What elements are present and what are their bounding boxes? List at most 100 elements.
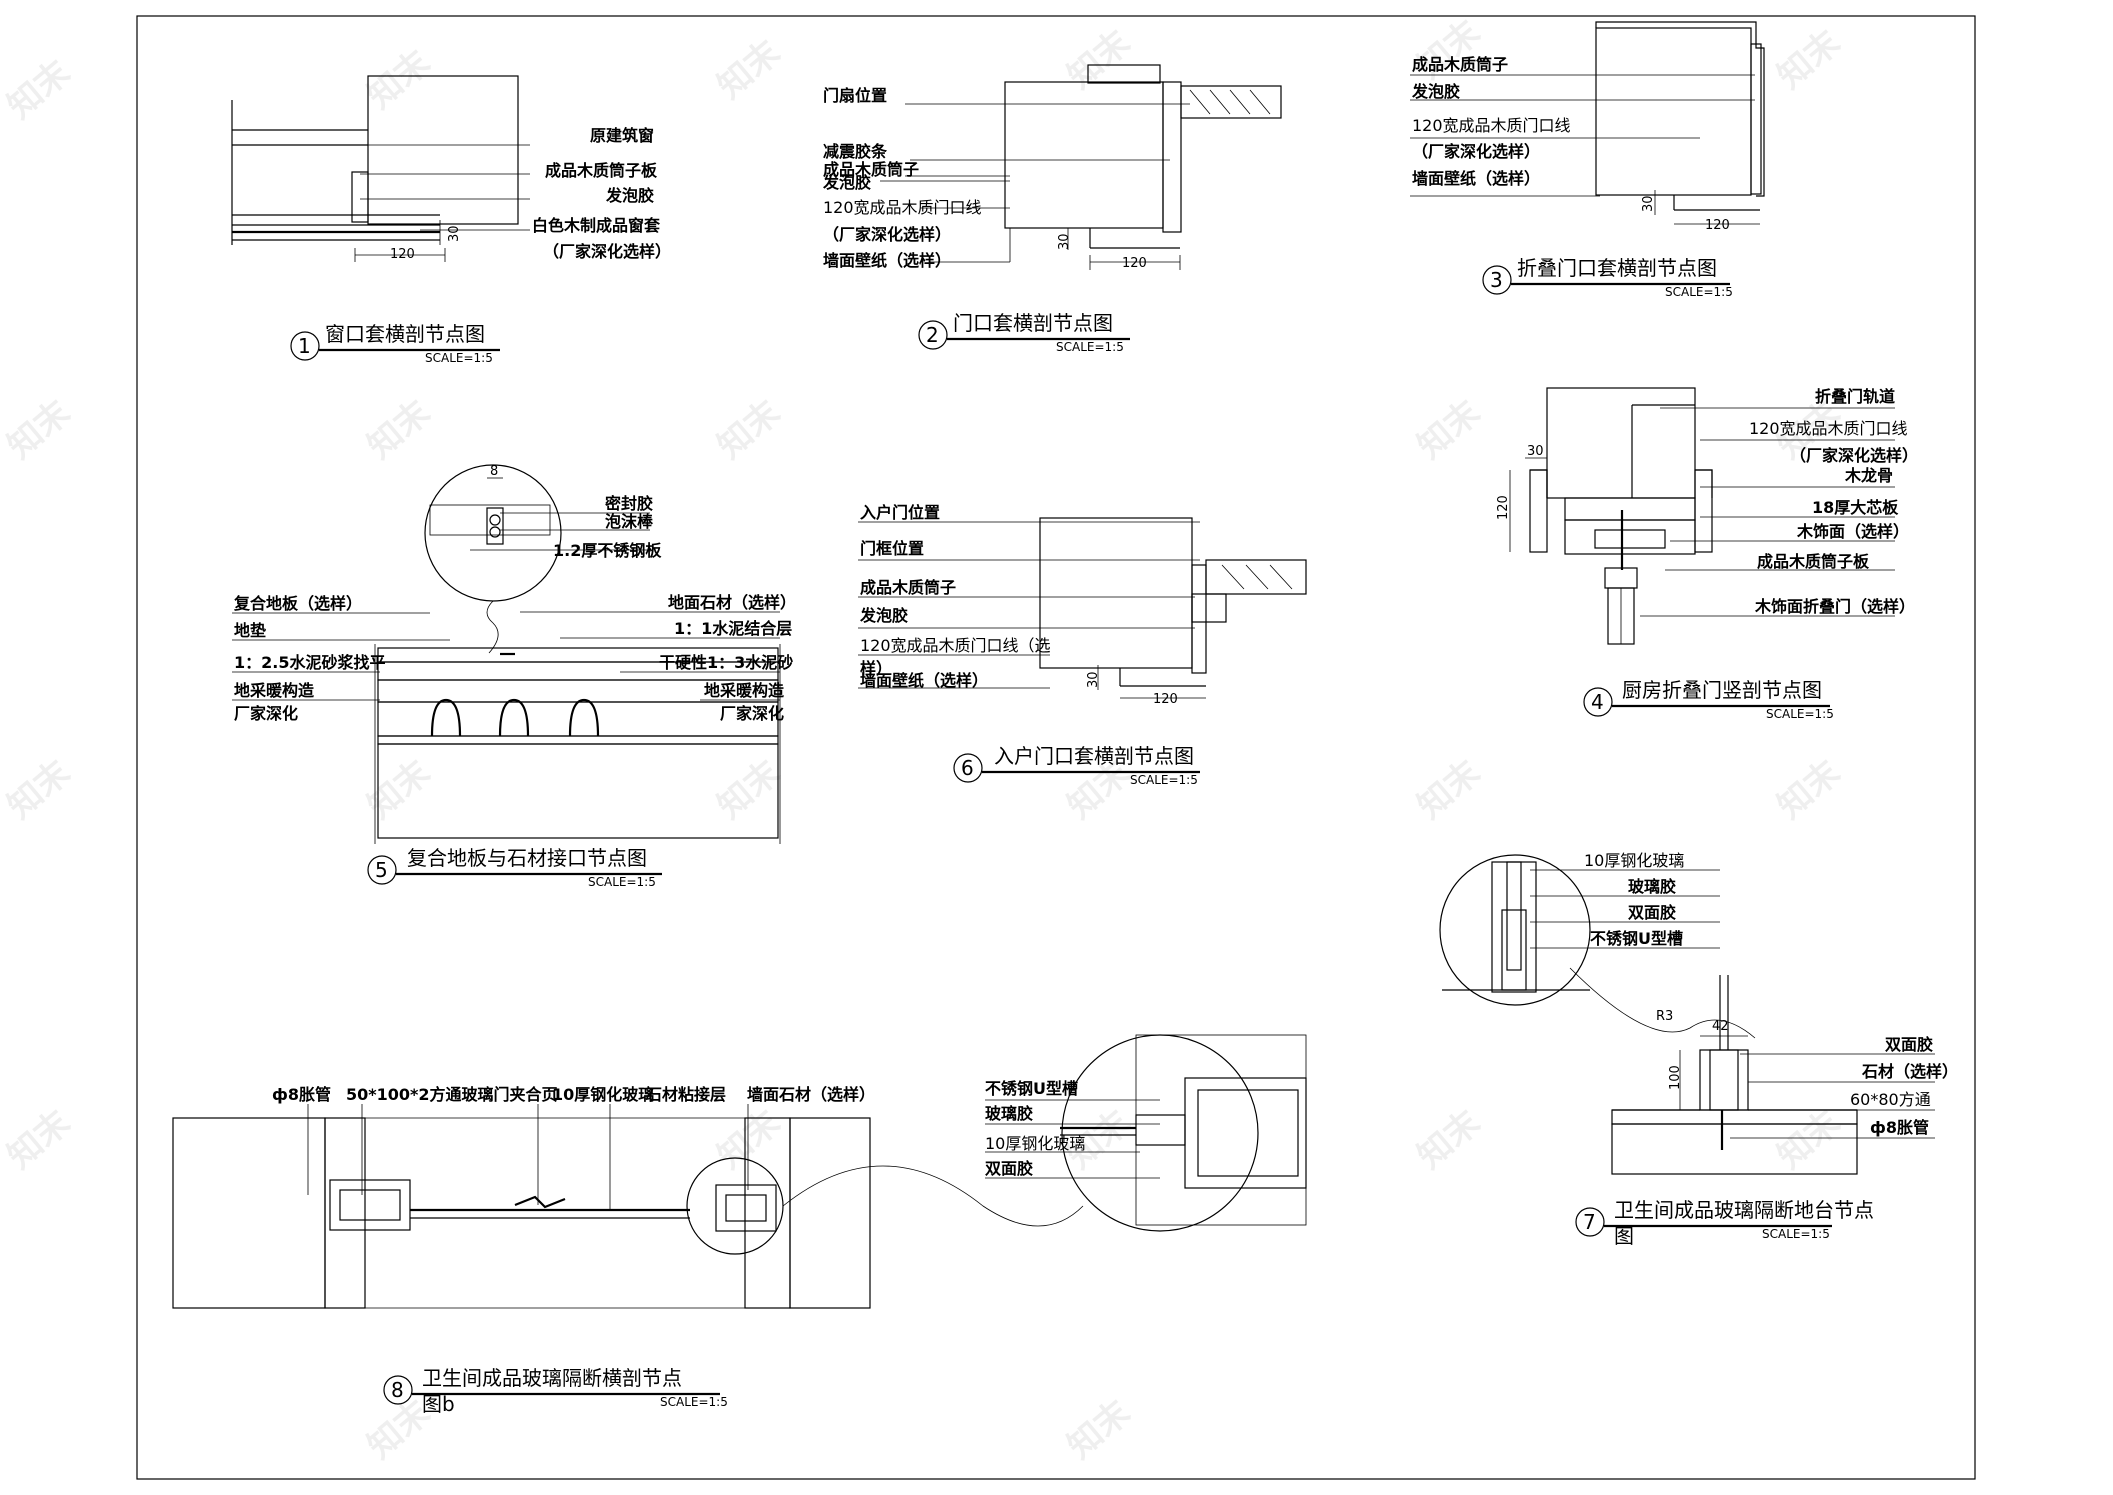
label: 折叠门轨道 (1815, 387, 1895, 406)
label: 墙面壁纸（选样） (823, 251, 951, 270)
detail-6-entry-door-casing: 120 30 入户门位置 门框位置 成品木质筒子 发泡胶 120宽成品木质门口线… (858, 503, 1307, 787)
svg-text:知末: 知末 (360, 753, 438, 827)
svg-text:复合地板与石材接口节点图: 复合地板与石材接口节点图 (407, 846, 647, 870)
svg-text:30: 30 (1641, 195, 1656, 212)
label: 入户门位置 (860, 503, 940, 522)
svg-text:SCALE=1:5: SCALE=1:5 (1130, 773, 1198, 787)
label: 发泡胶 (605, 186, 654, 205)
label: 木龙骨 (1844, 466, 1893, 485)
detail-1-title-block: 1 窗口套横剖节点图 SCALE=1:5 (290, 322, 500, 365)
svg-text:30: 30 (1086, 671, 1101, 688)
label: 门框位置 (860, 539, 924, 558)
svg-text:知末: 知末 (0, 1103, 78, 1177)
detail-7-glass-partition-curb: 10厚钢化玻璃 玻璃胶 双面胶 不锈钢U型槽 100 42 R3 双面胶 石材（… (1439, 851, 1958, 1248)
label: （厂家深化选样） (543, 242, 671, 261)
label: 发泡胶 (822, 173, 871, 192)
label: 120宽成品木质门口线 (1412, 116, 1571, 135)
svg-text:知末: 知末 (360, 393, 438, 467)
svg-text:30: 30 (447, 225, 462, 242)
label: 地采暖构造 (704, 681, 785, 700)
svg-text:厨房折叠门竖剖节点图: 厨房折叠门竖剖节点图 (1622, 678, 1822, 702)
svg-text:120: 120 (1153, 692, 1178, 707)
detail-5-floor-joint: 8 密封胶 泡沫棒 1.2厚不锈钢板 复合地板（选样） 地垫 1：2.5水泥砂浆… (232, 464, 796, 889)
label: （厂家深化选样） (823, 225, 951, 244)
svg-text:R3: R3 (1656, 1009, 1673, 1024)
svg-text:120: 120 (1705, 218, 1730, 233)
svg-text:SCALE=1:5: SCALE=1:5 (660, 1395, 728, 1409)
wall-section (1039, 517, 1193, 669)
svg-text:SCALE=1:5: SCALE=1:5 (1665, 285, 1733, 299)
label: 双面胶 (985, 1159, 1033, 1178)
svg-text:2: 2 (926, 323, 939, 347)
svg-text:知末: 知末 (710, 753, 788, 827)
wall-section (367, 75, 519, 225)
label: 120宽成品木质门口线 (1749, 419, 1908, 438)
label: 密封胶 (604, 494, 653, 513)
svg-text:120: 120 (1122, 256, 1147, 271)
detail-7-title-block: 7 卫生间成品玻璃隔断地台节点 图 SCALE=1:5 (1575, 1198, 1874, 1248)
svg-text:120: 120 (1496, 495, 1511, 520)
svg-text:SCALE=1:5: SCALE=1:5 (425, 351, 493, 365)
label: 10厚钢化玻璃 (985, 1134, 1085, 1153)
svg-text:SCALE=1:5: SCALE=1:5 (1762, 1227, 1830, 1241)
sheet-frame (136, 15, 1976, 1480)
label: 不锈钢U型槽 (1590, 929, 1683, 948)
svg-text:SCALE=1:5: SCALE=1:5 (1056, 340, 1124, 354)
label: 石材粘接层 (645, 1085, 726, 1104)
label: 白色木制成品窗套 (532, 216, 661, 235)
svg-text:100: 100 (1668, 1065, 1683, 1090)
label: 干硬性1：3水泥砂 (659, 653, 793, 672)
label: 10厚钢化玻璃 (1584, 851, 1684, 870)
enlargement-circle (1439, 854, 1591, 1006)
label: 1：1水泥结合层 (674, 619, 792, 638)
svg-text:6: 6 (961, 756, 974, 780)
detail-4-title-block: 4 厨房折叠门竖剖节点图 SCALE=1:5 (1583, 678, 1834, 721)
svg-text:SCALE=1:5: SCALE=1:5 (1766, 707, 1834, 721)
svg-text:知末: 知末 (360, 43, 438, 117)
svg-text:4: 4 (1591, 690, 1604, 714)
svg-text:5: 5 (375, 858, 388, 882)
label: 成品木质筒子板 (545, 161, 658, 180)
wall-section (1595, 27, 1752, 196)
svg-text:知末: 知末 (0, 393, 78, 467)
label: 地采暖构造 (234, 681, 315, 700)
detail-8-title-block: 8 卫生间成品玻璃隔断横剖节点 图b SCALE=1:5 (383, 1366, 728, 1416)
label: 厂家深化 (234, 704, 298, 723)
svg-text:知末: 知末 (1410, 753, 1488, 827)
svg-text:知末: 知末 (710, 33, 788, 107)
label: 120宽成品木质门口线 (823, 198, 982, 217)
svg-text:知末: 知末 (710, 393, 788, 467)
svg-text:知末: 知末 (0, 53, 78, 127)
svg-text:SCALE=1:5: SCALE=1:5 (588, 875, 656, 889)
wall-section-left (172, 1117, 326, 1309)
svg-text:1: 1 (298, 334, 311, 358)
svg-text:8: 8 (391, 1378, 404, 1402)
svg-text:知末: 知末 (1770, 23, 1848, 97)
label: 地面石材（选样） (668, 593, 796, 612)
label: 石材（选样） (1861, 1062, 1958, 1081)
label: 双面胶 (1628, 903, 1676, 922)
svg-text:120: 120 (390, 247, 415, 262)
label: 双面胶 (1885, 1035, 1933, 1054)
detail-1-window-casing: 120 30 原建筑窗 成品木质筒子板 发泡胶 白色木制成品窗套 （厂家深化选样… (231, 75, 671, 365)
label: 发泡胶 (1411, 82, 1460, 101)
label: 木饰面（选样） (1796, 522, 1909, 541)
svg-text:知末: 知末 (1410, 13, 1488, 87)
svg-text:知末: 知末 (1060, 1393, 1138, 1467)
label: 成品木质筒子 (823, 160, 919, 179)
label: 门扇位置 (823, 86, 887, 105)
svg-text:窗口套横剖节点图: 窗口套横剖节点图 (325, 322, 485, 346)
label: 不锈钢U型槽 (985, 1079, 1078, 1098)
svg-text:图: 图 (1614, 1224, 1634, 1248)
enlargement-circle (424, 464, 562, 602)
label: 复合地板（选样） (233, 594, 362, 613)
label: 泡沫棒 (605, 512, 654, 531)
svg-text:知末: 知末 (0, 753, 78, 827)
label: （厂家深化选样） (1790, 446, 1918, 465)
label: 玻璃胶 (985, 1104, 1033, 1123)
wall-section-right (789, 1117, 871, 1309)
svg-text:30: 30 (1527, 444, 1544, 459)
label: 原建筑窗 (590, 126, 654, 145)
label: 玻璃胶 (1628, 877, 1676, 896)
svg-text:卫生间成品玻璃隔断地台节点: 卫生间成品玻璃隔断地台节点 (1614, 1198, 1874, 1222)
